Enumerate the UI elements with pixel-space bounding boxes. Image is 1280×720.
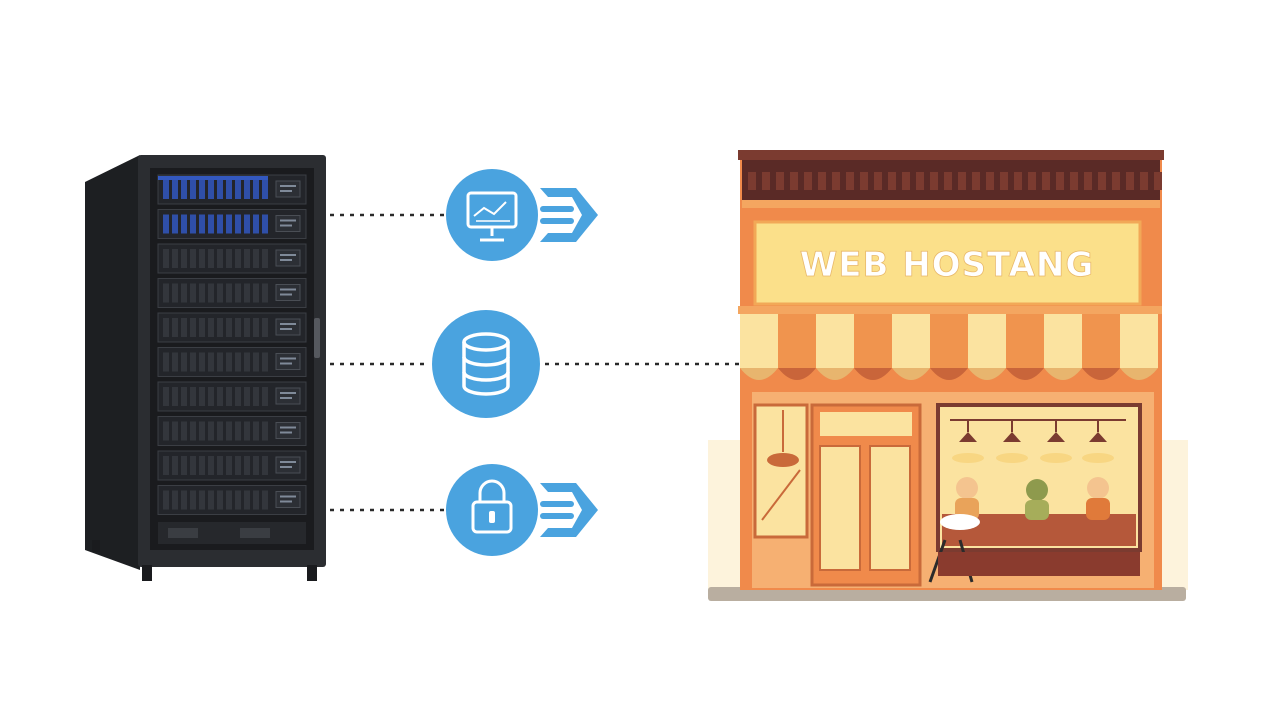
rack-unit <box>157 312 307 343</box>
storefront-icon: WEB HOSTANG <box>708 150 1188 601</box>
rack-unit <box>157 278 307 308</box>
rack-unit <box>157 174 307 205</box>
arrow-right-icon <box>540 188 598 242</box>
server-rack-icon <box>85 155 326 581</box>
customer-figures <box>955 477 1110 520</box>
connector-lines <box>330 213 740 512</box>
padlock-icon <box>446 464 538 556</box>
rack-unit <box>157 243 307 274</box>
rack-unit <box>157 416 307 446</box>
rack-unit <box>157 485 307 515</box>
rack-unit <box>157 381 307 412</box>
arrow-right-icon <box>540 483 598 537</box>
rack-unit <box>157 347 307 377</box>
shop-sign: WEB HOSTANG <box>800 245 1095 285</box>
monitor-analytics-icon <box>446 169 538 261</box>
database-icon <box>432 310 540 418</box>
rack-unit <box>157 450 307 481</box>
rack-unit <box>157 209 307 239</box>
